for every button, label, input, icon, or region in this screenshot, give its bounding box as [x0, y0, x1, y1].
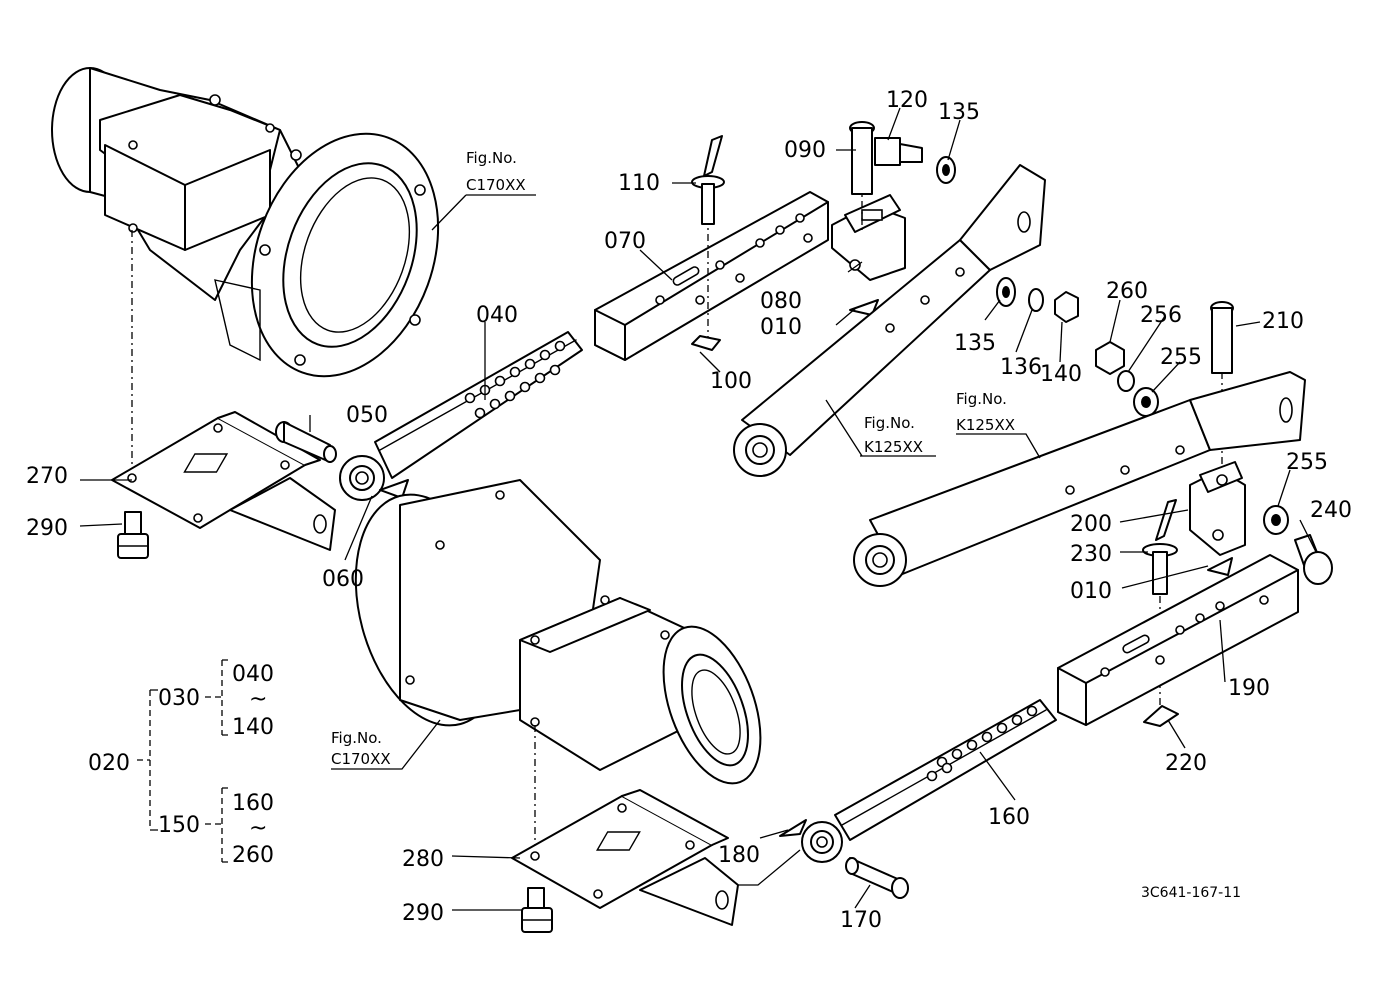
pin-210: [1210, 301, 1234, 374]
fig-code-label: K125XX: [864, 438, 923, 456]
drawing-code: 3C641-167-11: [1141, 885, 1241, 901]
label-080: 080: [760, 289, 802, 314]
clevis-080: [831, 194, 906, 281]
link-arm-160: [801, 699, 1057, 863]
pin-170: [845, 857, 909, 899]
channel-190: [1057, 554, 1299, 726]
pin-060: [379, 479, 409, 499]
pin-230: [1142, 499, 1178, 595]
bracket-270: [111, 411, 336, 551]
label-255-bottom: 255: [1286, 450, 1328, 475]
fig-no-label: Fig.No.: [956, 390, 1007, 408]
label-210: 210: [1262, 309, 1304, 334]
label-135-top: 135: [938, 100, 980, 125]
label-260-range: 260: [232, 843, 274, 868]
label-140: 140: [1040, 362, 1082, 387]
lockwasher-256: [1117, 370, 1135, 392]
assembly-tree: [137, 659, 232, 863]
label-135-mid: 135: [954, 331, 996, 356]
label-200: 200: [1070, 512, 1112, 537]
label-050: 050: [346, 403, 388, 428]
label-110: 110: [618, 171, 660, 196]
part-labels: 120 135 090 110 070 080 010 040 100 050 …: [26, 88, 1352, 933]
label-240: 240: [1310, 498, 1352, 523]
label-040: 040: [476, 303, 518, 328]
leader-lines: [79, 107, 1317, 911]
pin-050: [275, 421, 337, 463]
washer-255-bottom: [1263, 505, 1289, 535]
pin-110: [691, 135, 725, 225]
label-136: 136: [1000, 355, 1042, 380]
label-040-range: 040: [232, 662, 274, 687]
lockwasher-136: [1028, 288, 1044, 312]
label-160-range: 160: [232, 791, 274, 816]
label-270: 270: [26, 464, 68, 489]
label-160: 160: [988, 805, 1030, 830]
pin-010-top: [849, 299, 879, 316]
channel-070: [594, 191, 829, 361]
label-150: 150: [158, 813, 200, 838]
label-290-bottom: 290: [402, 901, 444, 926]
label-100: 100: [710, 369, 752, 394]
fig-ref-k125-b: Fig.No. K125XX: [956, 390, 1041, 459]
tilde-bottom: ~: [249, 816, 267, 841]
label-290-top: 290: [26, 516, 68, 541]
fig-code-label: C170XX: [331, 750, 391, 768]
axle-housing-top: [51, 67, 440, 378]
clip-220: [1143, 705, 1179, 727]
holes-040: [464, 340, 566, 419]
label-280: 280: [402, 847, 444, 872]
lower-link-top: [733, 164, 1046, 477]
fig-ref-k125-a: Fig.No. K125XX: [825, 399, 936, 457]
label-010-bottom: 010: [1070, 579, 1112, 604]
fig-code-label: K125XX: [956, 416, 1015, 434]
label-090: 090: [784, 138, 826, 163]
fig-no-label: Fig.No.: [466, 149, 517, 167]
label-255-top: 255: [1160, 345, 1202, 370]
bracket-280: [511, 789, 739, 926]
washer-135-top: [936, 156, 956, 184]
washer-135-mid: [996, 277, 1016, 307]
label-120: 120: [886, 88, 928, 113]
bolt-290-bottom: [521, 887, 553, 933]
washer-255-top: [1133, 387, 1159, 417]
label-020: 020: [88, 751, 130, 776]
lower-link-bottom: [853, 371, 1306, 587]
fig-no-label: Fig.No.: [331, 729, 382, 747]
label-260: 260: [1106, 279, 1148, 304]
label-060: 060: [322, 567, 364, 592]
pin-180: [779, 819, 807, 837]
label-220: 220: [1165, 751, 1207, 776]
bolt-290-top: [117, 511, 149, 559]
label-230: 230: [1070, 542, 1112, 567]
bolt-240: [1294, 534, 1333, 585]
fig-ref-c170-bottom: Fig.No. C170XX: [331, 719, 441, 770]
pin-010-bottom: [1207, 557, 1233, 576]
label-170: 170: [840, 908, 882, 933]
label-140-range: 140: [232, 715, 274, 740]
fig-code-label: C170XX: [466, 176, 526, 194]
label-180: 180: [718, 843, 760, 868]
bolt-120: [874, 137, 923, 166]
nut-140: [1054, 291, 1079, 323]
label-030: 030: [158, 686, 200, 711]
fig-no-label: Fig.No.: [864, 414, 915, 432]
tilde-top: ~: [249, 687, 267, 712]
label-010-top: 010: [760, 315, 802, 340]
label-256: 256: [1140, 303, 1182, 328]
pin-090: [849, 121, 875, 195]
label-190: 190: [1228, 676, 1270, 701]
nut-260: [1095, 341, 1125, 375]
label-070: 070: [604, 229, 646, 254]
axle-housing-bottom: [354, 479, 762, 785]
fig-ref-c170-top: Fig.No. C170XX: [431, 149, 536, 231]
clevis-200: [1189, 461, 1246, 556]
clip-100: [691, 335, 721, 351]
